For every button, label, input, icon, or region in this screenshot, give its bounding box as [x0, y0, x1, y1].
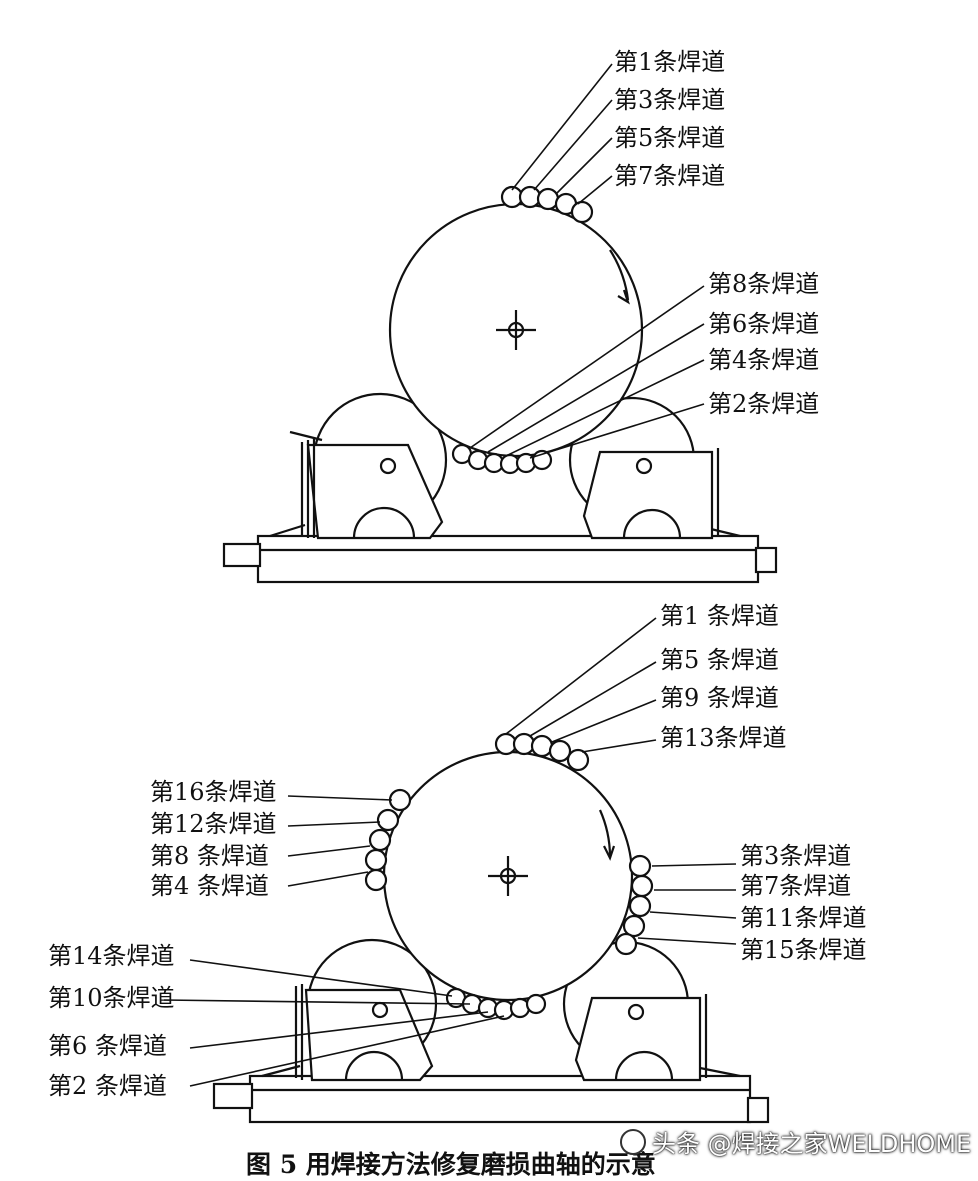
bottom-weld-beads-left — [364, 788, 412, 892]
bottom-label-weld-4: 第4 条焊道 — [150, 872, 269, 900]
bottom-label-weld-3: 第3条焊道 — [740, 842, 852, 870]
bottom-label-weld-15: 第15条焊道 — [740, 936, 867, 964]
bottom-label-weld-10: 第10条焊道 — [48, 984, 175, 1012]
bottom-crankshaft-journal — [382, 750, 634, 1002]
top-label-weld-4: 第4条焊道 — [708, 346, 820, 374]
watermark: 头条 @焊接之家WELDHOME — [620, 1124, 971, 1159]
bottom-label-weld-8: 第8 条焊道 — [150, 842, 269, 870]
figure-caption: 图 5 用焊接方法修复磨损曲轴的示意 — [246, 1150, 656, 1179]
bottom-label-weld-11: 第11条焊道 — [740, 904, 867, 932]
bottom-label-weld-13: 第13条焊道 — [660, 724, 787, 752]
top-label-weld-6: 第6条焊道 — [708, 310, 820, 338]
bottom-weld-beads-right — [614, 854, 654, 956]
watermark-text: 头条 @焊接之家WELDHOME — [652, 1130, 972, 1158]
bottom-leader-lines — [163, 617, 737, 1087]
bottom-label-weld-1: 第1 条焊道 — [660, 602, 779, 630]
top-label-weld-1: 第1条焊道 — [614, 48, 726, 76]
watermark-logo-icon — [620, 1129, 646, 1155]
top-weld-beads-bottom — [451, 443, 553, 475]
bottom-left-roller-stand — [294, 938, 438, 1082]
bottom-weld-beads-top — [494, 732, 590, 772]
bottom-label-weld-9: 第9 条焊道 — [660, 684, 779, 712]
bottom-label-weld-16: 第16条焊道 — [150, 778, 277, 806]
bottom-label-weld-6: 第6 条焊道 — [48, 1032, 167, 1060]
top-label-weld-7: 第7条焊道 — [614, 162, 726, 190]
bottom-label-weld-2: 第2 条焊道 — [48, 1072, 167, 1100]
bottom-label-weld-14: 第14条焊道 — [48, 942, 175, 970]
top-left-roller-stand — [289, 392, 448, 540]
top-label-weld-8: 第8条焊道 — [708, 270, 820, 298]
bottom-right-roller-stand — [562, 940, 708, 1082]
top-right-roller-stand — [568, 396, 720, 540]
top-label-weld-3: 第3条焊道 — [614, 86, 726, 114]
bottom-label-weld-7: 第7条焊道 — [740, 872, 852, 900]
bottom-base-rail — [212, 1064, 770, 1124]
top-crankshaft-journal — [388, 202, 644, 458]
top-label-weld-2: 第2条焊道 — [708, 390, 820, 418]
top-label-weld-5: 第5条焊道 — [614, 124, 726, 152]
bottom-label-weld-12: 第12条焊道 — [150, 810, 277, 838]
top-weld-beads-top — [500, 185, 594, 224]
bottom-label-weld-5: 第5 条焊道 — [660, 646, 779, 674]
top-leader-lines — [469, 63, 705, 459]
